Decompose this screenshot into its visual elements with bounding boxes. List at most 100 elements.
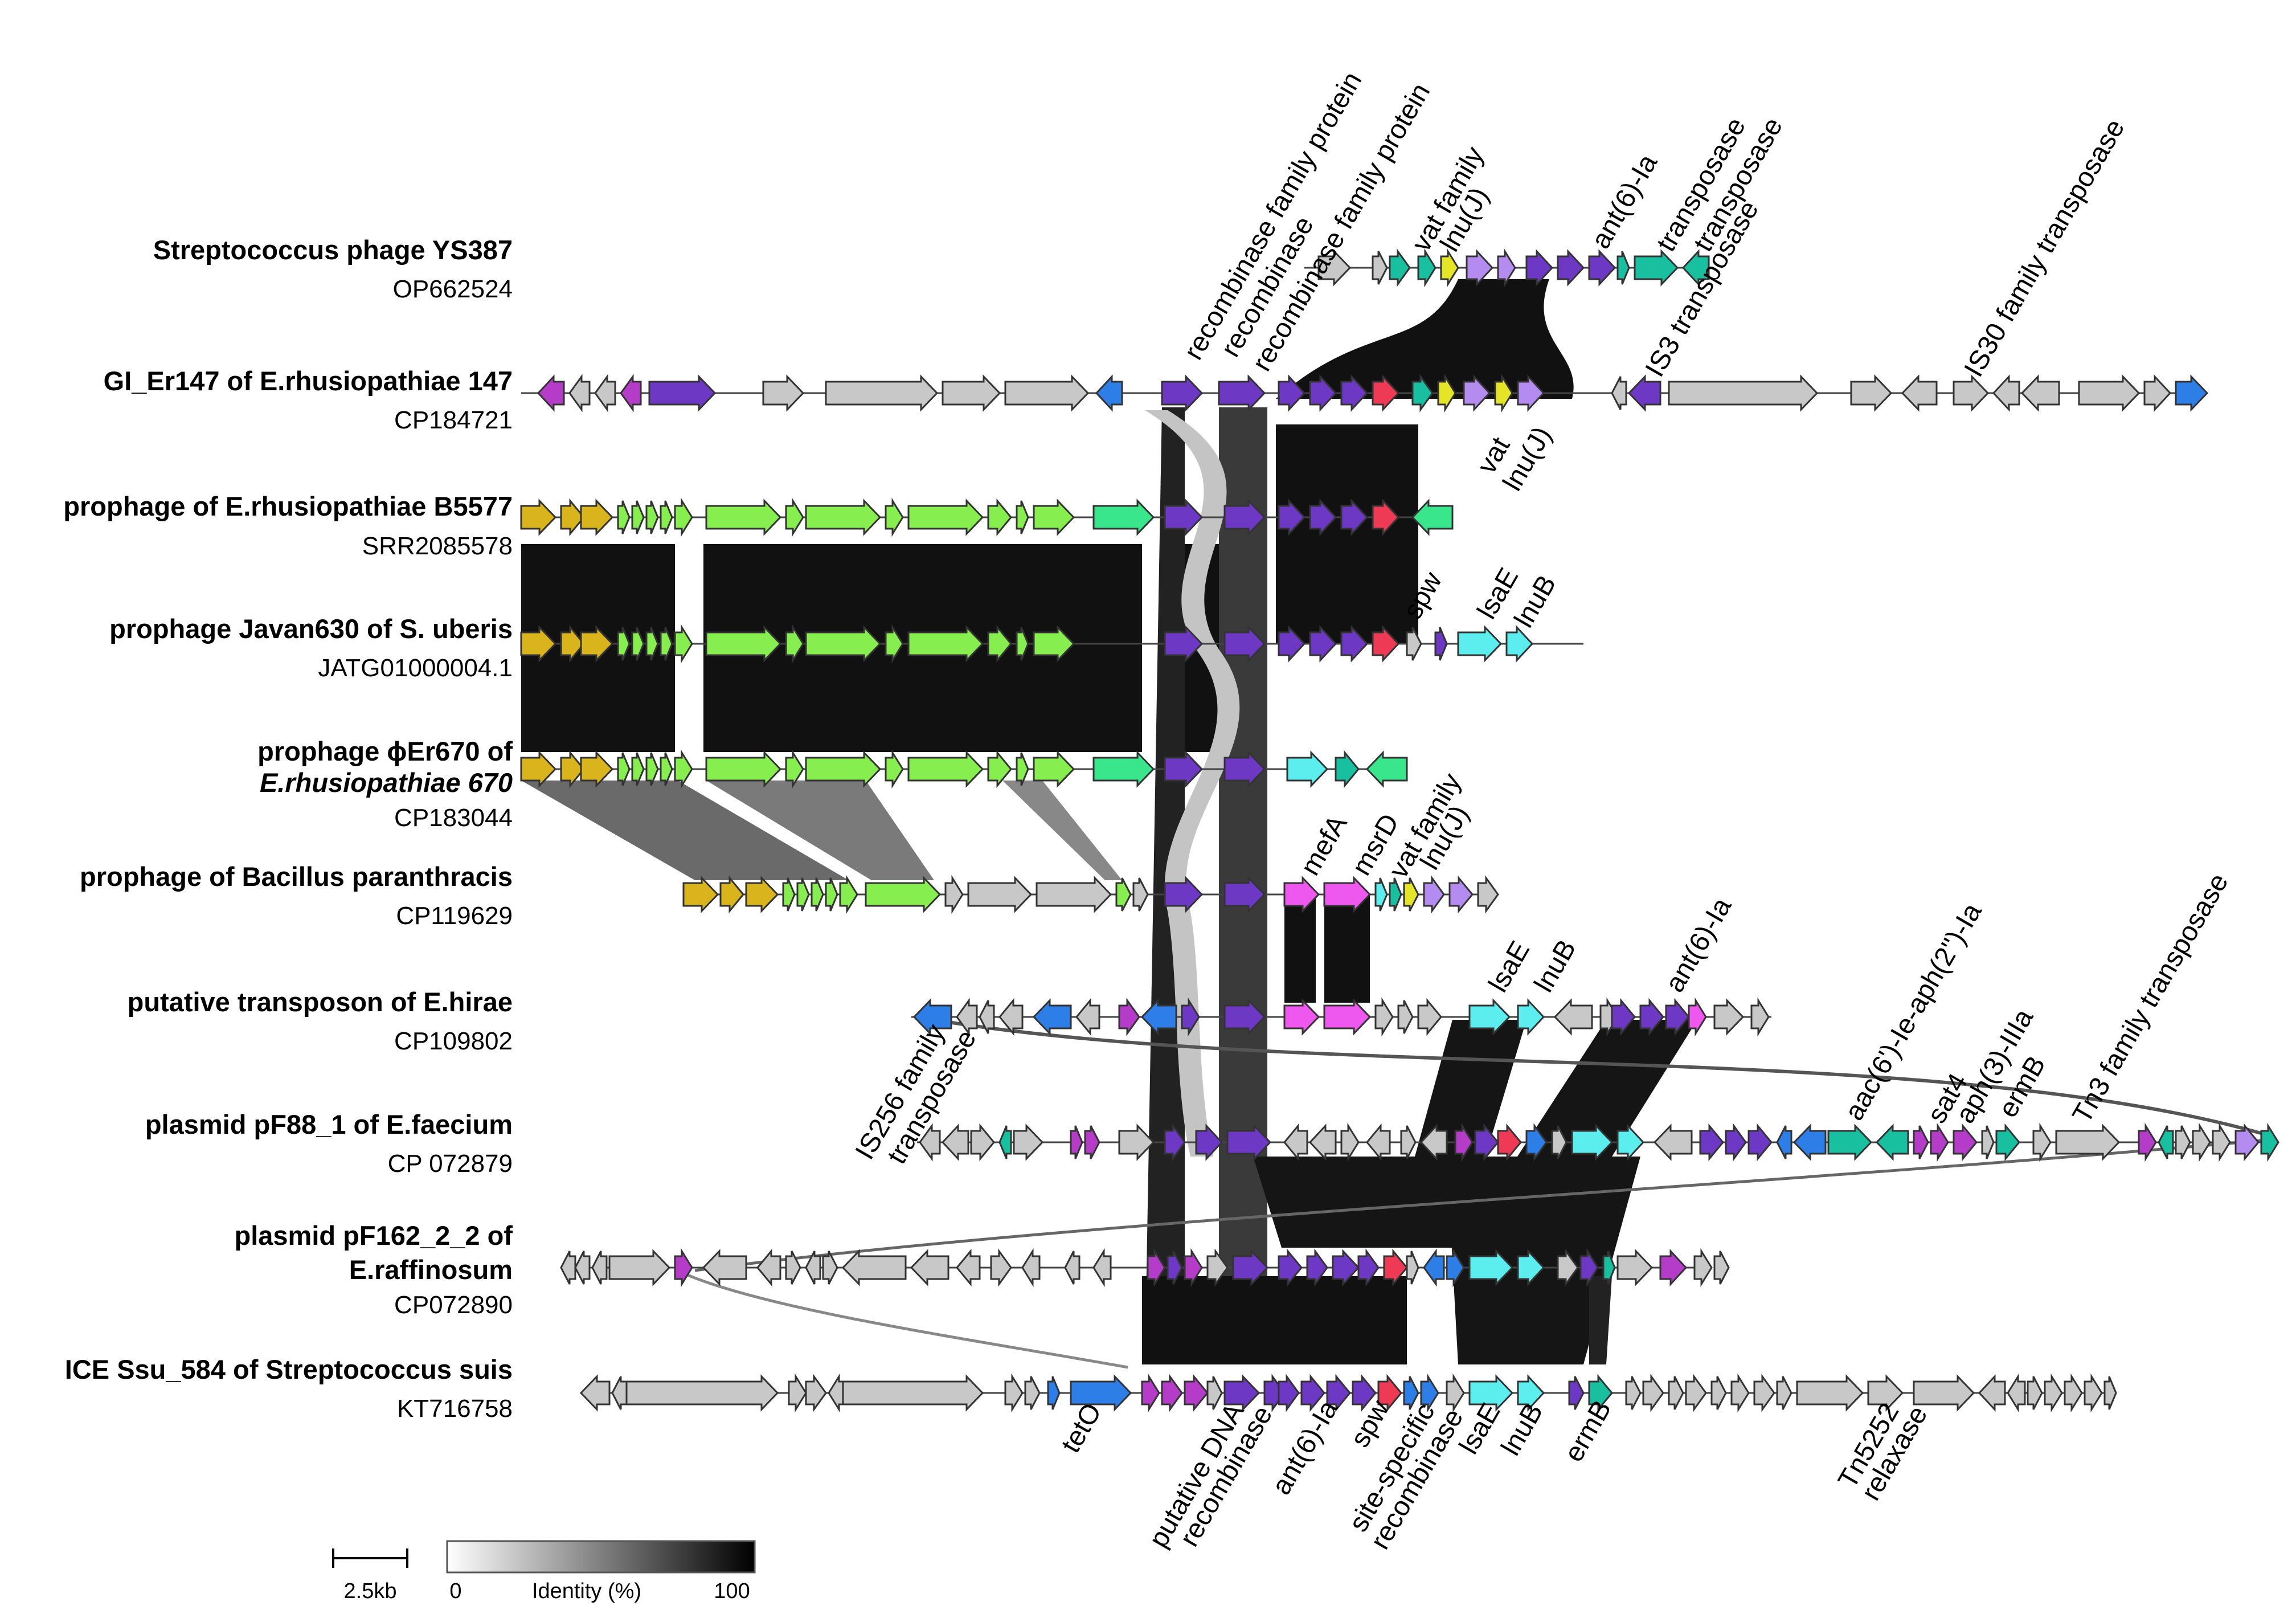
gene-arrow <box>785 624 804 664</box>
gene-arrow <box>1309 499 1337 536</box>
gene-arrow <box>580 499 614 536</box>
gene-arrow <box>1602 1251 1616 1285</box>
gene-arrow <box>560 750 585 788</box>
gene-arrow <box>1340 625 1369 663</box>
gene-arrow <box>1164 876 1204 913</box>
gene-label: tetO <box>1055 1398 1107 1458</box>
gene-arrow <box>1377 1374 1402 1412</box>
gene-arrow <box>1223 1374 1260 1412</box>
gene-arrow <box>1195 1123 1223 1161</box>
gene-arrow <box>941 1123 969 1161</box>
synteny-link <box>1324 894 1370 1003</box>
gene-arrow <box>1317 249 1352 287</box>
gene-arrow <box>1685 1374 1707 1412</box>
track-name: GI_Er147 of E.rhusiopathiae 147 <box>104 366 513 396</box>
gene-arrow <box>1901 374 1938 412</box>
gene-arrow <box>1047 1376 1061 1410</box>
gene-arrow <box>1033 625 1075 663</box>
gene-arrow <box>1642 1374 1664 1412</box>
track-name: prophage of E.rhusiopathiae B5577 <box>63 491 513 521</box>
gene-arrow <box>648 374 717 412</box>
gene-arrow <box>1306 1248 1328 1287</box>
gene-arrow <box>1118 1123 1155 1161</box>
gene-arrow <box>719 875 744 914</box>
gene-arrow <box>1995 1123 2020 1162</box>
gene-arrow <box>1283 998 1320 1036</box>
track-accession: CP 072879 <box>388 1150 513 1178</box>
gene-arrow <box>2138 1122 2157 1162</box>
gene-arrow <box>1437 373 1456 413</box>
gene-arrow <box>841 1249 907 1286</box>
gene-label: ant(6)-Ia <box>1660 893 1738 998</box>
gene-arrow <box>1668 374 1819 412</box>
gene-arrow <box>594 374 616 412</box>
gene-arrow <box>825 374 939 412</box>
gene-arrow <box>1713 1251 1730 1285</box>
gene-arrow <box>1132 877 1149 912</box>
gene-arrow <box>987 498 1012 537</box>
gene-arrow <box>1551 1125 1567 1159</box>
gene-arrow <box>967 876 1033 913</box>
gene-arrow <box>1206 1248 1229 1287</box>
gene-arrow <box>805 625 882 663</box>
gene-arrow <box>1616 1123 1645 1161</box>
gene-arrow <box>1397 1000 1414 1034</box>
gene-arrow <box>805 1374 827 1412</box>
gene-arrow <box>1557 249 1585 287</box>
gene-arrow <box>907 750 984 788</box>
gene-arrow <box>1323 876 1372 913</box>
synteny-link <box>521 781 849 880</box>
gene-arrow <box>1283 1123 1308 1162</box>
identity-colorbar: 0 Identity (%) 100 <box>446 1540 756 1603</box>
gene-arrow <box>1611 376 1627 410</box>
gene-arrow <box>1710 1376 1727 1410</box>
track-accession: CP109802 <box>394 1027 513 1055</box>
gene-arrow <box>1075 998 1100 1036</box>
gene-arrow <box>617 627 631 661</box>
gene-arrow <box>2234 1123 2260 1162</box>
gene-arrow <box>785 1251 801 1285</box>
gene-arrow <box>1517 374 1545 412</box>
gene-arrow <box>660 627 673 661</box>
gene-arrow <box>1141 1373 1160 1413</box>
gene-arrow <box>1930 1122 1949 1162</box>
identity-min-label: 0 <box>449 1579 461 1603</box>
gene-arrow <box>1517 1374 1545 1412</box>
gene-arrow <box>1021 1248 1041 1288</box>
gene-arrow <box>1953 1123 1978 1162</box>
gene-arrow <box>1352 1374 1377 1412</box>
gene-arrow <box>1033 750 1075 788</box>
gene-arrow <box>1992 374 2020 412</box>
track-accession: CP119629 <box>396 902 513 930</box>
track-accession: CP072890 <box>394 1291 513 1319</box>
synteny-link <box>706 781 934 880</box>
gene-arrow <box>1278 1374 1300 1412</box>
gene-arrow <box>631 752 645 786</box>
gene-arrow <box>1366 1123 1391 1162</box>
gene-arrow <box>1335 750 1360 788</box>
gene-arrow <box>2064 1373 2083 1413</box>
synteny-link <box>694 1138 2273 1272</box>
gene-arrow <box>1218 374 1266 412</box>
gene-arrow <box>1389 248 1411 287</box>
gene-arrow <box>1016 500 1029 534</box>
gene-arrow <box>1164 499 1204 536</box>
gene-arrow <box>1420 1373 1439 1413</box>
gene-arrow <box>1300 1374 1325 1412</box>
gene-label: lsaE <box>1483 936 1536 997</box>
gene-arrow <box>2055 1123 2121 1161</box>
gene-arrow <box>1688 997 1707 1037</box>
gene-arrow <box>907 499 984 536</box>
gene-arrow <box>1309 374 1337 412</box>
gene-arrow <box>2212 1122 2231 1162</box>
gene-arrow <box>1064 1251 1081 1285</box>
synteny-link <box>1276 424 1418 644</box>
gene-arrow <box>1278 625 1306 663</box>
gene-arrow <box>907 625 984 663</box>
gene-arrow <box>1372 251 1388 285</box>
gene-arrow <box>885 624 904 664</box>
gene-arrow <box>1115 877 1132 912</box>
gene-arrow <box>1411 499 1454 536</box>
gene-arrow <box>645 752 659 786</box>
gene-arrow <box>1753 1374 1775 1412</box>
